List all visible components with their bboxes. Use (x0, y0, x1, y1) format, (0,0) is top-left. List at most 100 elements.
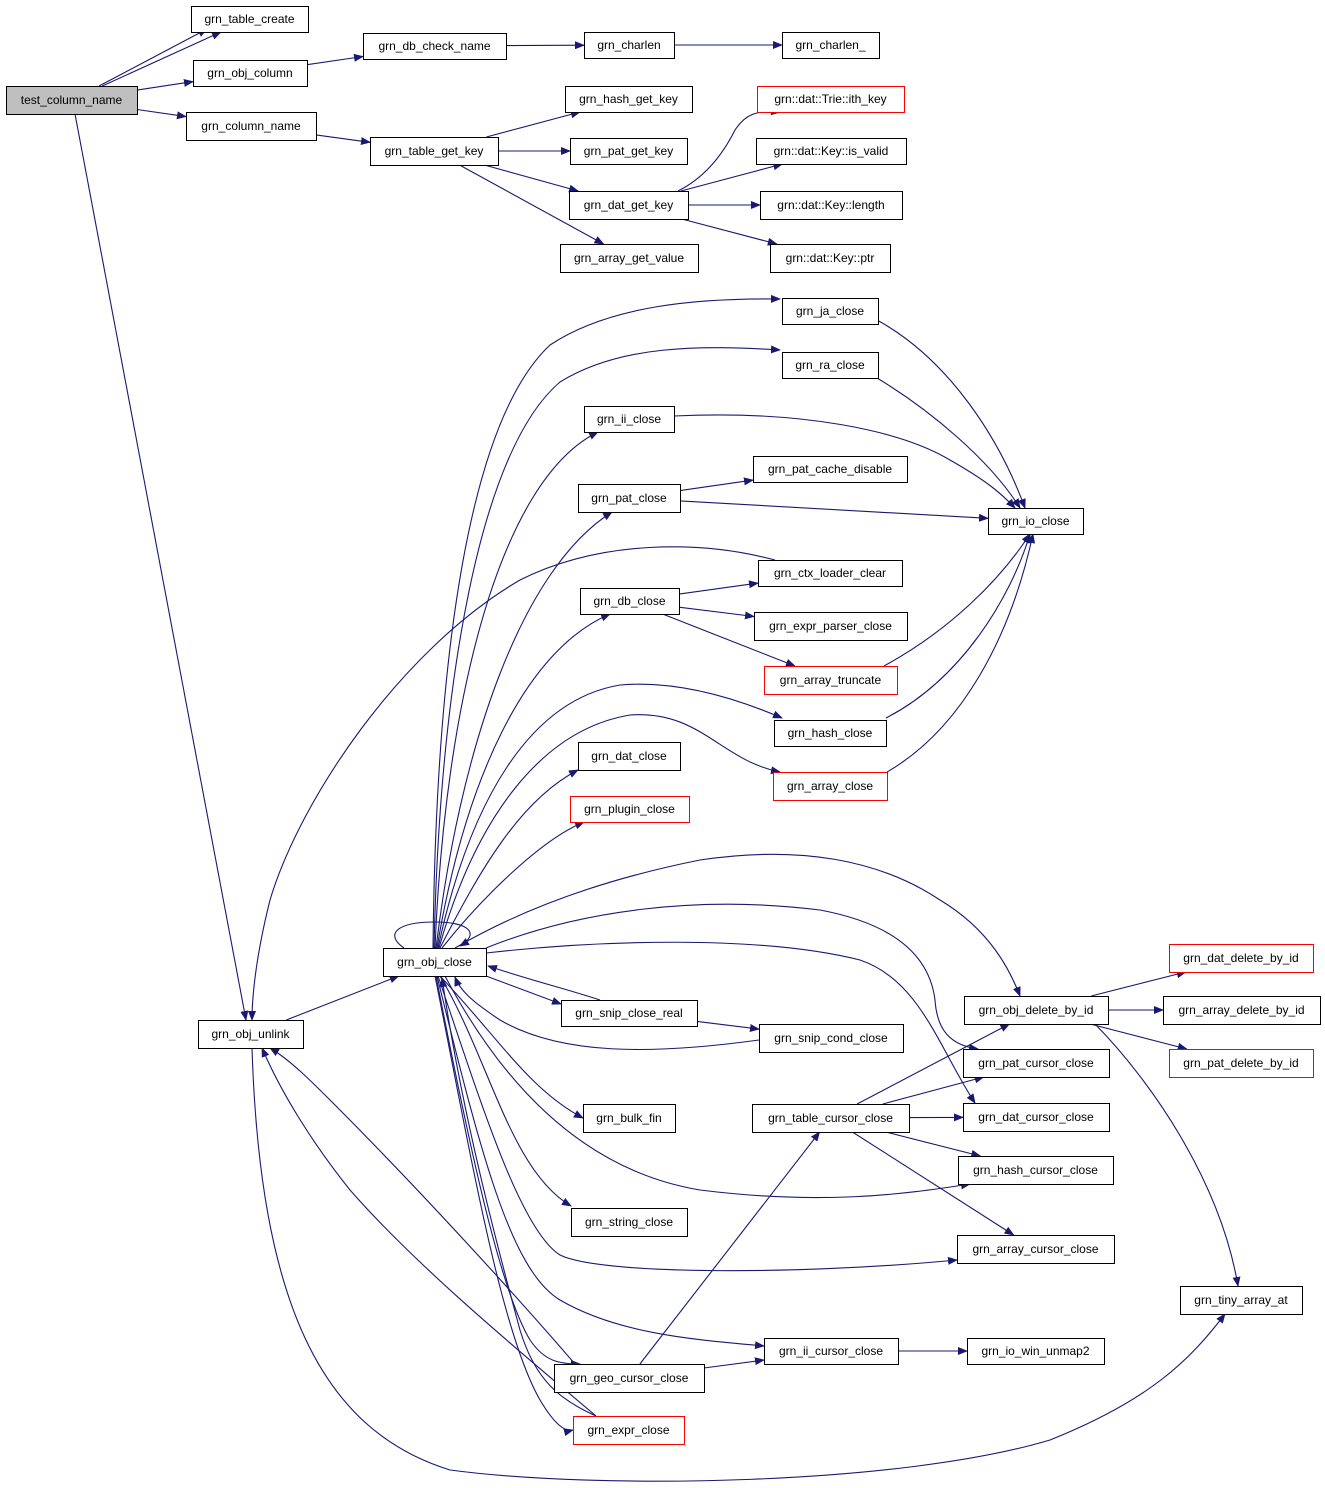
node-grn_dat_cursor_close[interactable]: grn_dat_cursor_close (963, 1103, 1110, 1132)
edge-grn_obj_close-to-grn_dat_cursor_close (485, 941, 976, 1104)
node-grn_geo_cursor_close[interactable]: grn_geo_cursor_close (554, 1364, 705, 1393)
edge-grn_array_close-to-grn_io_close (886, 533, 1035, 773)
node-label: grn_dat_close (591, 749, 667, 763)
node-grn_io_close[interactable]: grn_io_close (988, 508, 1084, 535)
node-box (565, 86, 693, 113)
node-test_column_name[interactable]: test_column_name (6, 86, 138, 115)
edge-grn_obj_close-to-grn_ii_close (434, 431, 599, 949)
node-grn_array_cursor_close[interactable]: grn_array_cursor_close (957, 1235, 1115, 1264)
node-grn_dat_delete_by_id[interactable]: grn_dat_delete_by_id (1169, 944, 1314, 973)
node-grn_array_delete_by_id[interactable]: grn_array_delete_by_id (1163, 996, 1321, 1025)
node-label: grn_bulk_fin (596, 1111, 661, 1125)
edge-grn_obj_column-to-grn_db_check_name (306, 53, 364, 66)
node-box (988, 508, 1084, 535)
edge-grn_obj_close-to-grn_pat_close (435, 511, 613, 949)
node-grn_charlen[interactable]: grn_charlen (584, 32, 675, 59)
node-label: grn_pat_cache_disable (768, 462, 892, 476)
node-grn_pat_cache_disable[interactable]: grn_pat_cache_disable (753, 456, 908, 483)
node-label: grn_array_close (787, 779, 873, 793)
node-grn_snip_cond_close[interactable]: grn_snip_cond_close (759, 1024, 904, 1053)
node-box (964, 996, 1109, 1025)
node-grn_ii_close[interactable]: grn_ii_close (584, 406, 675, 433)
node-grn_dat_close[interactable]: grn_dat_close (578, 742, 681, 771)
node-grn_hash_cursor_close[interactable]: grn_hash_cursor_close (958, 1156, 1114, 1185)
node-grn_db_close[interactable]: grn_db_close (580, 588, 680, 615)
node-box (759, 1024, 904, 1053)
nodes-layer: test_column_name grn_table_create grn_obj_… (6, 6, 1321, 1445)
node-box (963, 1103, 1110, 1132)
node-box (758, 560, 903, 587)
node-box (958, 1156, 1114, 1185)
edge-grn_obj_close-to-grn_ja_close (432, 294, 781, 949)
node-grn_dat_get_key[interactable]: grn_dat_get_key (569, 191, 689, 220)
node-grn_ja_close[interactable]: grn_ja_close (782, 298, 879, 325)
edge-grn_obj_close-to-grn_string_close (439, 975, 572, 1207)
edge-grn_obj_close-to-grn_ii_cursor_close (436, 975, 765, 1350)
node-grn_ctx_loader_clear[interactable]: grn_ctx_loader_clear (758, 560, 903, 587)
node-label: grn_io_win_unmap2 (981, 1344, 1089, 1358)
node-grn_table_create[interactable]: grn_table_create (191, 6, 309, 33)
edge-grn_db_close-to-grn_ctx_loader_clear (678, 580, 759, 595)
edge-grn_ii_close-to-grn_io_close (673, 414, 1016, 509)
node-grn_pat_delete_by_id[interactable]: grn_pat_delete_by_id (1169, 1049, 1314, 1078)
node-grn_bulk_fin[interactable]: grn_bulk_fin (583, 1104, 676, 1133)
node-grn_obj_close[interactable]: grn_obj_close (383, 948, 487, 977)
node-key_length[interactable]: grn::dat::Key::length (760, 191, 903, 220)
node-box (760, 191, 903, 220)
edge-grn_obj_close-to-grn_array_close (438, 714, 781, 949)
node-grn_io_win_unmap2[interactable]: grn_io_win_unmap2 (967, 1338, 1105, 1365)
node-grn_obj_unlink[interactable]: grn_obj_unlink (198, 1020, 304, 1049)
node-label: grn_expr_close (587, 1423, 669, 1437)
edge-grn_snip_cond_close-to-grn_obj_close (454, 976, 760, 1051)
edge-grn_ja_close-to-grn_io_close (876, 319, 1026, 509)
node-grn_tiny_array_at[interactable]: grn_tiny_array_at (1180, 1286, 1303, 1315)
node-label: grn_plugin_close (584, 802, 675, 816)
node-grn_db_check_name[interactable]: grn_db_check_name (363, 33, 507, 60)
node-label: grn_ja_close (796, 304, 864, 318)
edge-grn_obj_close-to-grn_array_cursor_close (437, 975, 958, 1272)
node-grn_ii_cursor_close[interactable]: grn_ii_cursor_close (764, 1338, 899, 1365)
node-grn_hash_get_key[interactable]: grn_hash_get_key (565, 86, 693, 113)
node-key_ptr[interactable]: grn::dat::Key::ptr (770, 244, 891, 273)
edge-grn_geo_cursor_close-to-grn_obj_unlink (269, 1047, 576, 1365)
edge-grn_obj_close-to-grn_snip_close_real (485, 975, 562, 1005)
node-grn_column_name[interactable]: grn_column_name (186, 112, 317, 141)
node-label: grn::dat::Key::is_valid (774, 144, 889, 158)
node-grn_plugin_close[interactable]: grn_plugin_close (570, 796, 690, 823)
node-grn_expr_close[interactable]: grn_expr_close (573, 1416, 685, 1445)
node-grn_charlen_[interactable]: grn_charlen_ (782, 32, 880, 59)
node-grn_pat_get_key[interactable]: grn_pat_get_key (570, 138, 688, 165)
edge-grn_obj_close-to-grn_pat_cursor_close (485, 903, 979, 1052)
node-key_is_valid[interactable]: grn::dat::Key::is_valid (756, 138, 907, 165)
node-label: grn_table_create (204, 12, 294, 26)
node-grn_obj_delete_by_id[interactable]: grn_obj_delete_by_id (964, 996, 1109, 1025)
node-grn_snip_close_real[interactable]: grn_snip_close_real (561, 1000, 698, 1027)
node-grn_string_close[interactable]: grn_string_close (571, 1208, 688, 1237)
node-grn_hash_close[interactable]: grn_hash_close (774, 720, 887, 747)
node-grn_ra_close[interactable]: grn_ra_close (782, 352, 879, 379)
node-box (774, 720, 887, 747)
edge-grn_geo_cursor_close-to-grn_ii_cursor_close (703, 1357, 765, 1369)
node-box (193, 60, 308, 87)
node-box (584, 406, 675, 433)
node-grn_obj_column[interactable]: grn_obj_column (193, 60, 308, 87)
node-grn_array_truncate[interactable]: grn_array_truncate (764, 666, 898, 695)
node-grn_pat_close[interactable]: grn_pat_close (578, 484, 681, 513)
node-grn_pat_cursor_close[interactable]: grn_pat_cursor_close (963, 1049, 1110, 1078)
edge-grn_dat_get_key-to-key_is_valid (680, 162, 784, 192)
node-label: grn_pat_cursor_close (978, 1056, 1094, 1070)
node-trie_ith_key[interactable]: grn::dat::Trie::ith_key (757, 86, 905, 113)
node-grn_array_get_value[interactable]: grn_array_get_value (560, 244, 699, 273)
node-box (578, 742, 681, 771)
node-grn_array_close[interactable]: grn_array_close (773, 772, 888, 801)
node-grn_table_cursor_close[interactable]: grn_table_cursor_close (752, 1104, 910, 1133)
node-label: grn_charlen (597, 38, 660, 52)
node-label: grn_obj_column (207, 66, 292, 80)
node-label: grn_table_get_key (385, 144, 484, 158)
node-grn_table_get_key[interactable]: grn_table_get_key (370, 137, 499, 166)
node-label: grn_ra_close (795, 358, 865, 372)
node-grn_expr_parser_close[interactable]: grn_expr_parser_close (754, 612, 908, 641)
node-box (1169, 1049, 1314, 1078)
node-box (753, 456, 908, 483)
node-label: grn_array_delete_by_id (1178, 1003, 1304, 1017)
